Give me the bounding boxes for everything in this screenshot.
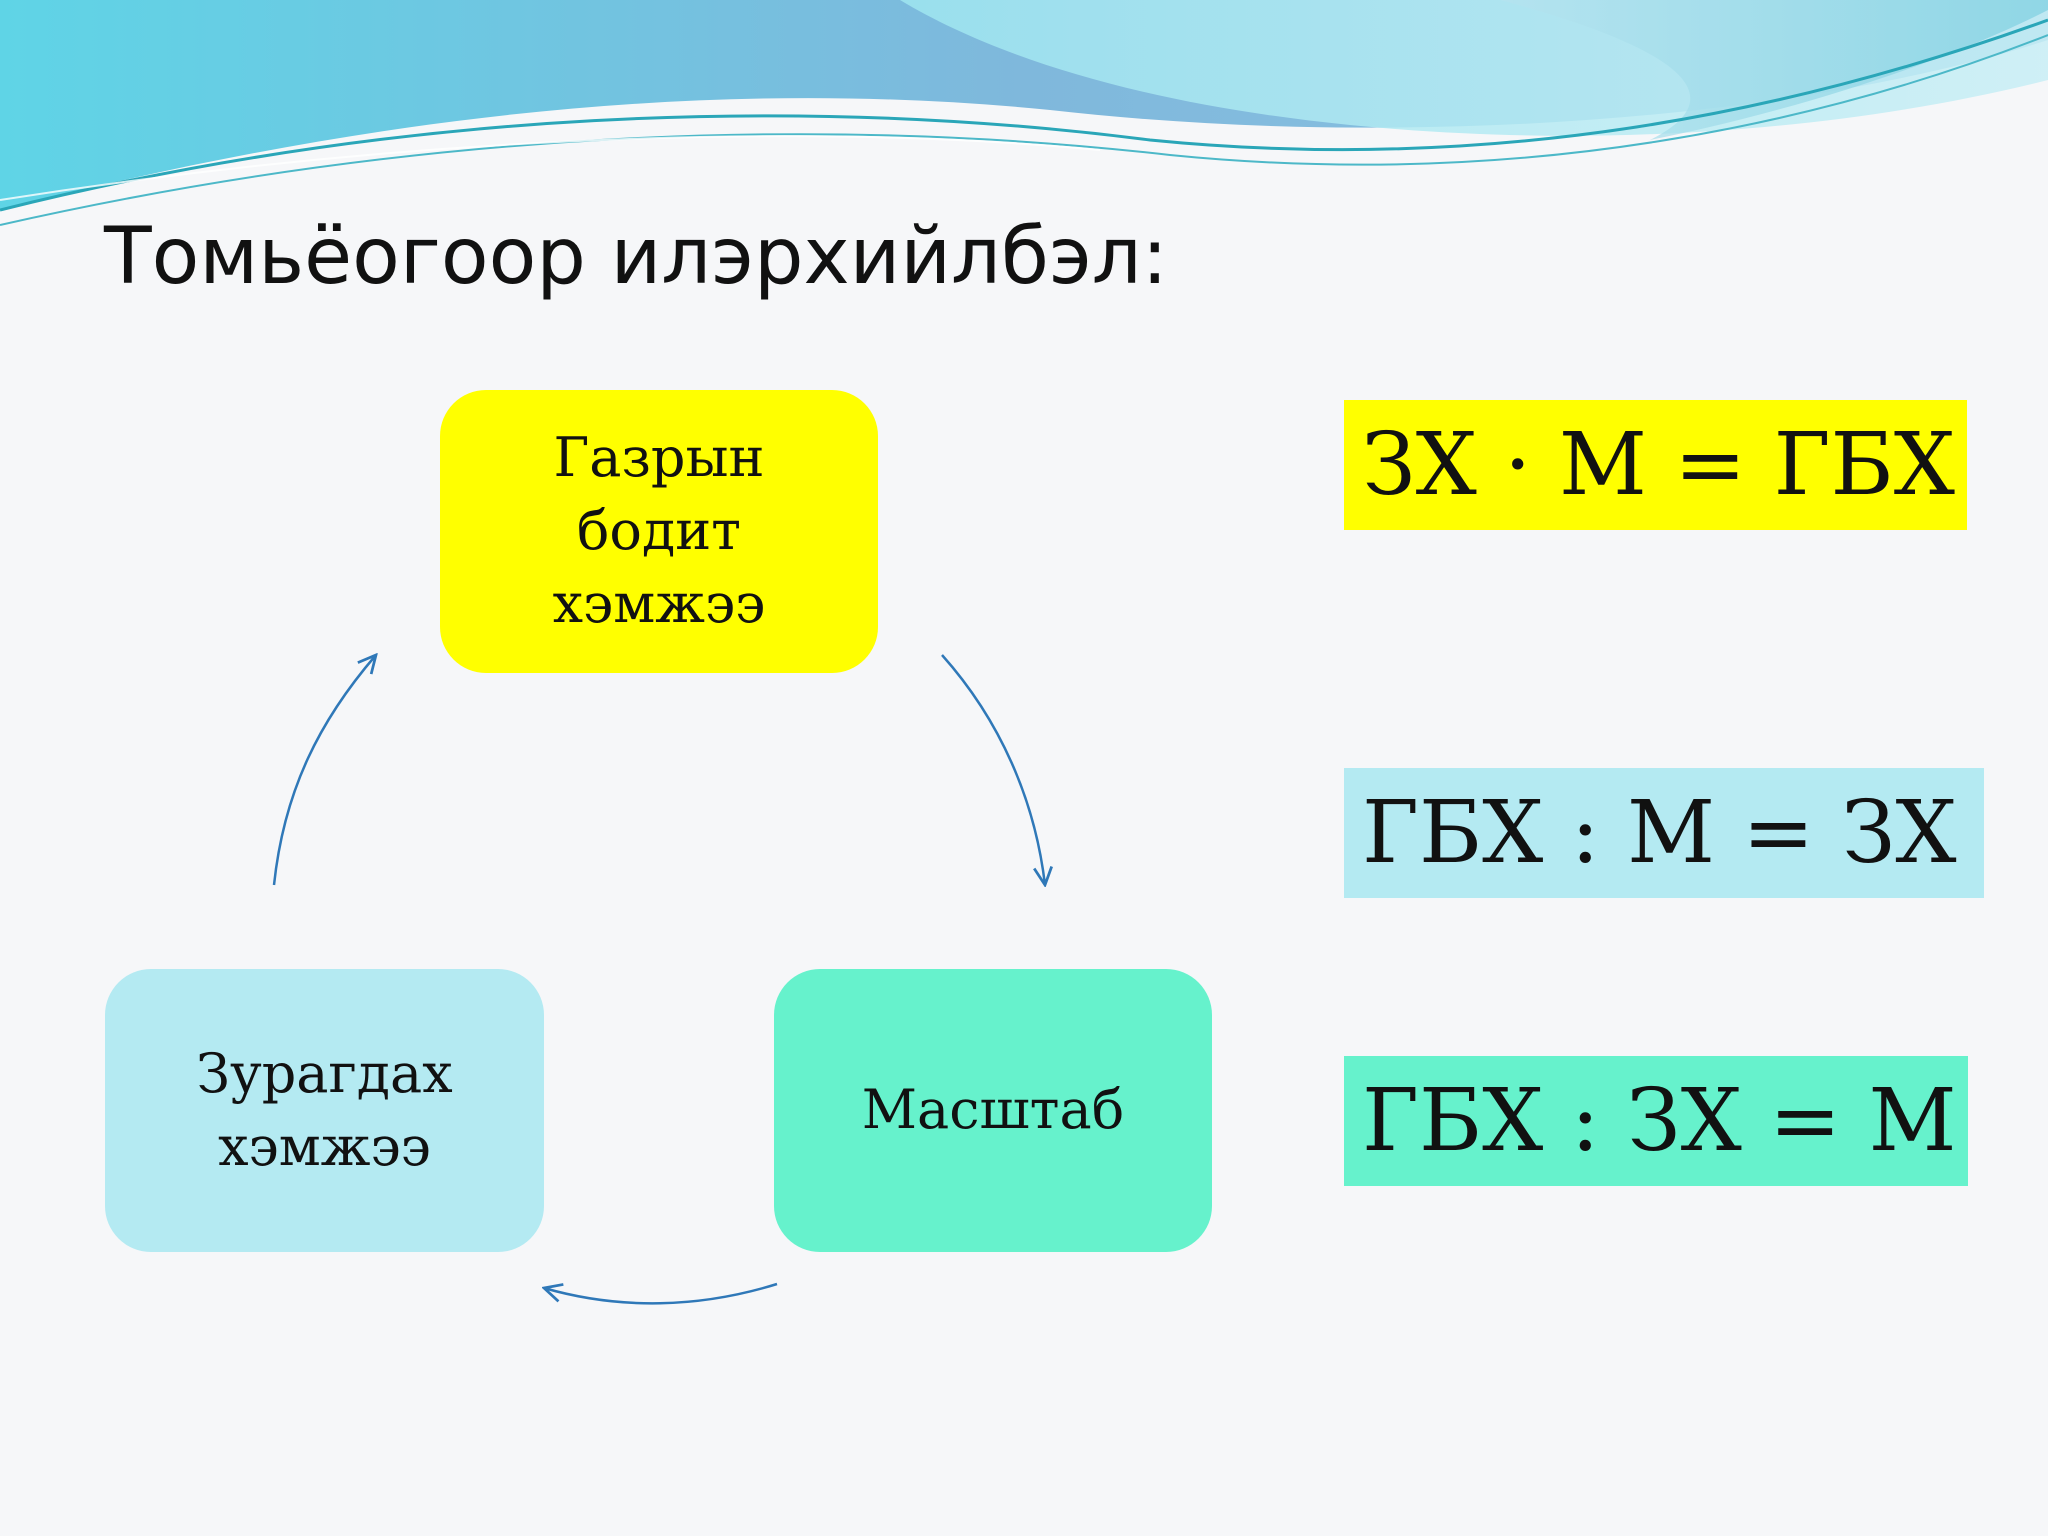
arrow-left-to-top xyxy=(272,655,376,886)
arrow-right-to-left xyxy=(544,1282,778,1305)
arrow-top-to-right xyxy=(941,654,1045,885)
formula-2: ГБХ : М = ЗХ xyxy=(1344,768,1984,898)
page-title: Томьёогоор илэрхийлбэл: xyxy=(104,212,1168,302)
formula-3: ГБХ : ЗХ = М xyxy=(1344,1056,1968,1186)
node-scale: Масштаб xyxy=(774,969,1212,1252)
node-drawn-size: Зурагдах хэмжээ xyxy=(105,969,544,1252)
formula-1: ЗХ · М = ГБХ xyxy=(1344,400,1967,530)
node-real-ground-size: Газрын бодит хэмжээ xyxy=(440,390,878,673)
